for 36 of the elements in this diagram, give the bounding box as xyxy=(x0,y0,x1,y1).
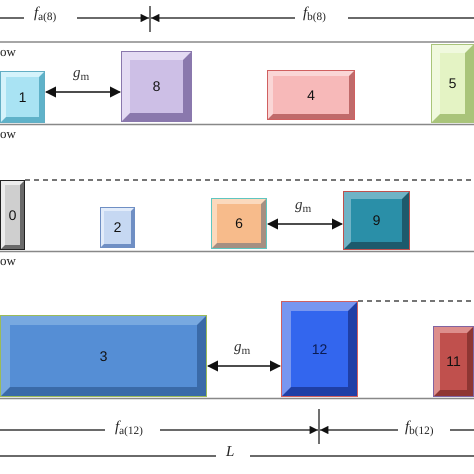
block-number: 6 xyxy=(235,214,243,233)
dimension-label: L xyxy=(226,445,234,460)
beveled-block xyxy=(281,301,358,397)
dimension-label: f$_{b(12)}$ xyxy=(405,420,434,435)
double-arrow xyxy=(206,360,282,372)
beveled-block xyxy=(0,180,25,250)
dimension-label: f$_{a(8)}$ xyxy=(34,6,56,21)
beveled-block xyxy=(0,315,207,397)
beveled-block xyxy=(121,51,192,122)
block-number: 2 xyxy=(114,218,122,237)
dimension-label: ow xyxy=(0,45,16,58)
block-number: 3 xyxy=(100,346,108,366)
beveled-block xyxy=(100,207,135,248)
beveled-block xyxy=(267,70,355,120)
edge-label: g$_{m}$ xyxy=(234,340,250,355)
beveled-block xyxy=(211,198,267,249)
block-number: 0 xyxy=(8,206,16,224)
beveled-block xyxy=(343,191,410,250)
dimension-label: f$_{a(12)}$ xyxy=(115,420,143,435)
edge-label: g$_{m}$ xyxy=(73,66,90,81)
dimension-label: ow xyxy=(0,254,16,267)
edge-label: g$_{m}$ xyxy=(295,198,312,213)
beveled-block xyxy=(433,326,474,397)
block-number: 4 xyxy=(307,86,315,104)
block-number: 11 xyxy=(446,352,461,371)
block-number: 12 xyxy=(312,340,328,358)
double-arrow xyxy=(266,218,344,230)
dimension-label: ow xyxy=(0,127,16,140)
beveled-block xyxy=(0,71,45,123)
dimension-label: f$_{b(8)}$ xyxy=(303,6,326,21)
block-number: 9 xyxy=(372,211,380,230)
block-number: 1 xyxy=(18,88,26,106)
block-number: 5 xyxy=(448,74,456,93)
block-number: 8 xyxy=(152,77,160,96)
beveled-block xyxy=(431,44,474,123)
double-arrow xyxy=(44,86,122,98)
